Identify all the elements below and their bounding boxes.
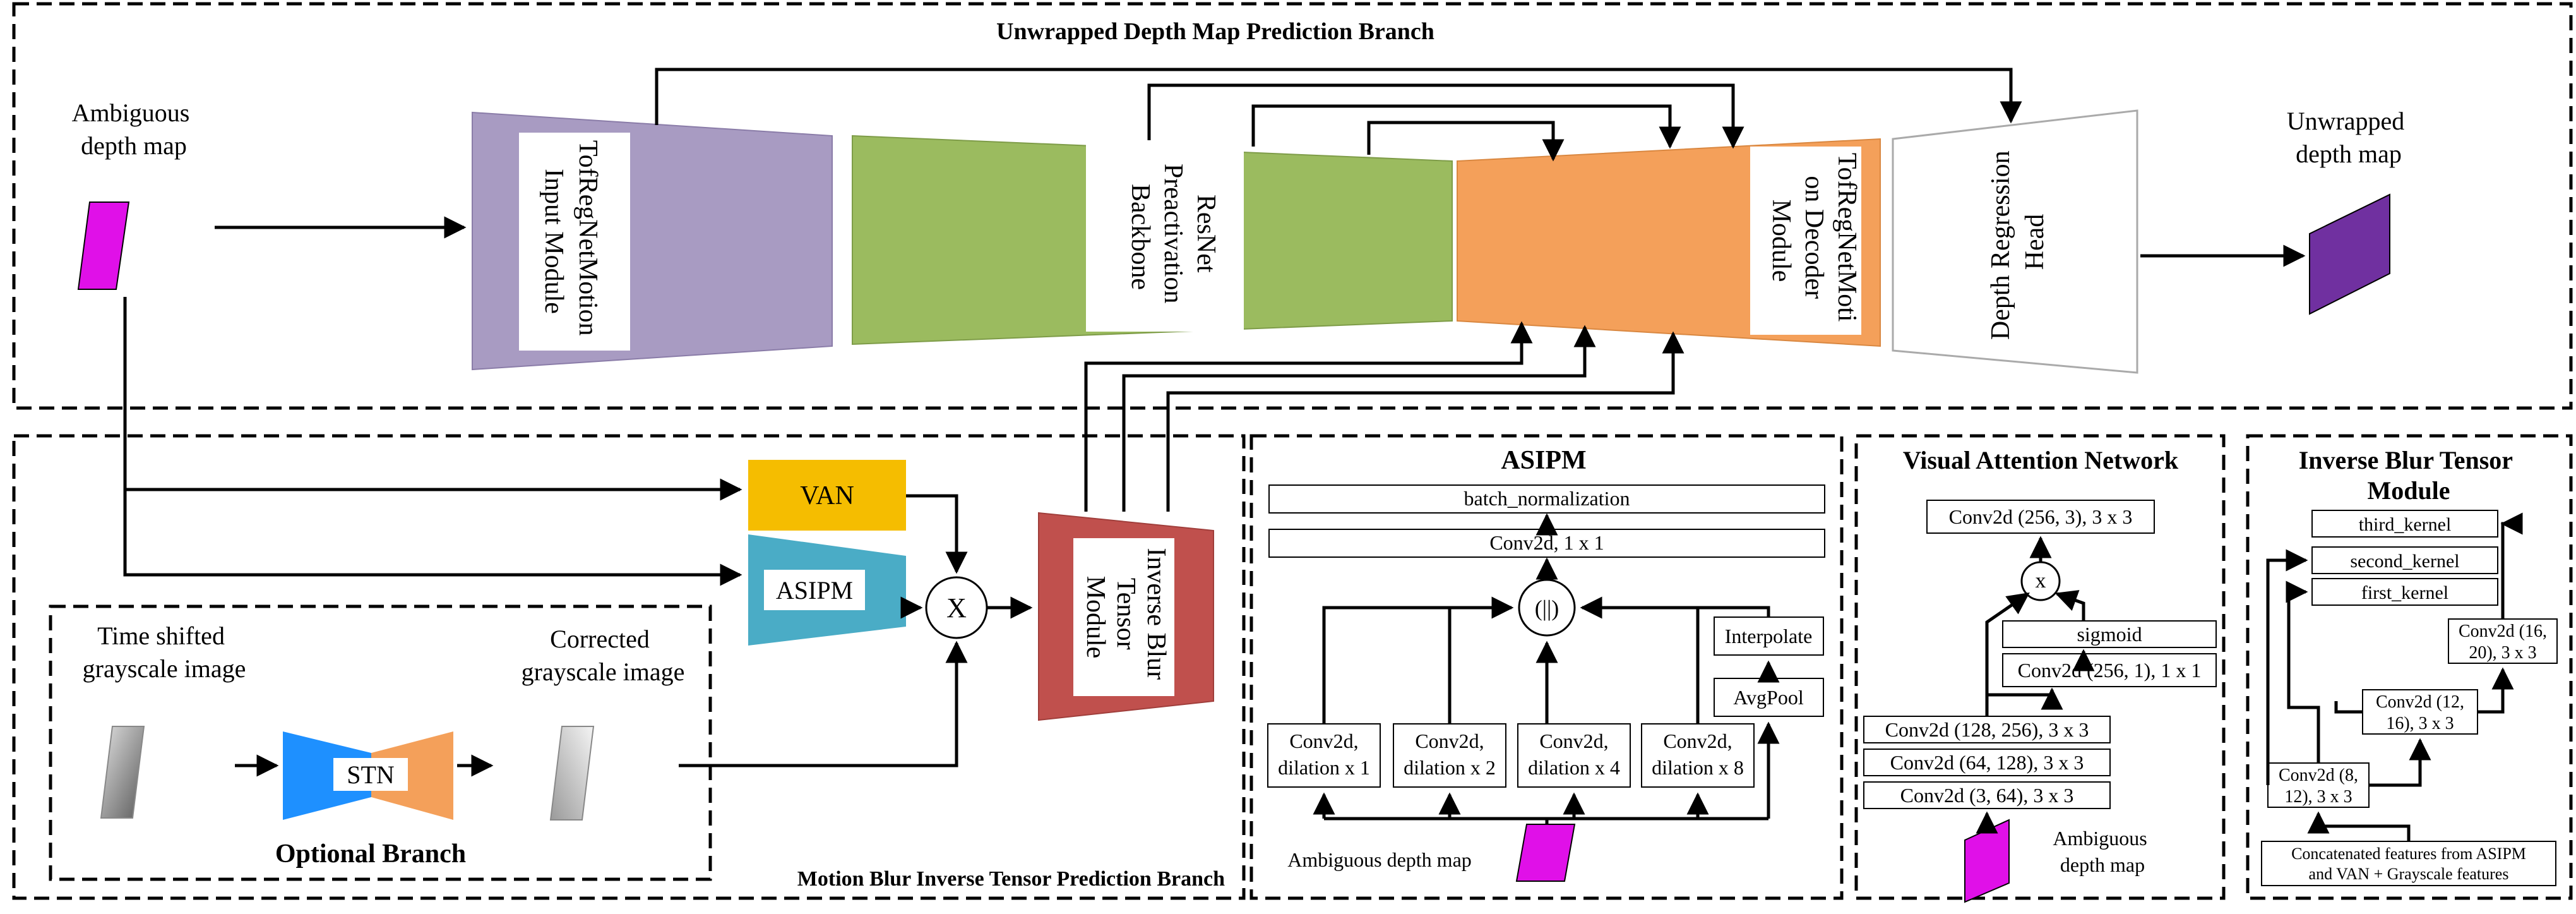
ibt-panel-frame [2246, 434, 2573, 900]
ibt-input-box [2261, 841, 2556, 886]
van-arrows [1976, 536, 2095, 834]
avgpool-label: AvgPool [1733, 686, 1804, 709]
conv-16-20-label: Conv2d (16,20), 3 x 3 [2459, 622, 2547, 663]
asipm-label: ASIPM [776, 576, 853, 604]
third-kernel-label: third_kernel [2359, 514, 2452, 535]
van-conv-3-64-label: Conv2d (3, 64), 3 x 3 [1900, 784, 2074, 807]
decoder-label-box [1750, 147, 1861, 335]
multiply-symbol: X [946, 592, 967, 623]
asipm-conv-blocks: Conv2d,dilation x 1 Conv2d,dilation x 2 … [1267, 723, 1755, 788]
conv-12-16-label: Conv2d (12,16), 3 x 3 [2376, 692, 2464, 733]
optional-output-label: Corrected grayscale image [522, 625, 685, 686]
ambiguous-depth-map-image [77, 201, 130, 290]
van-panel-frame [1854, 434, 2226, 900]
asipm-panel-title: ASIPM [1501, 446, 1586, 475]
van-block [748, 460, 906, 531]
conv-1x1-label: Conv2d, 1 x 1 [1489, 531, 1604, 554]
van-conv-128-256-box [1863, 716, 2111, 743]
van-conv-64-128-box [1863, 749, 2111, 776]
ibt-arrows [2266, 512, 2523, 841]
stn-encoder-shape [283, 731, 371, 820]
van-panel-title: Visual Attention Network [1903, 446, 2179, 474]
first-kernel-box [2311, 578, 2498, 606]
asipm-arrows [1313, 513, 1780, 824]
stn-decoder-shape [371, 731, 453, 820]
second-kernel-label: second_kernel [2350, 551, 2459, 572]
stn-label-box [333, 758, 408, 791]
van-top-conv-label: Conv2d (256, 3), 3 x 3 [1949, 505, 2133, 528]
first-kernel-label: first_kernel [2361, 582, 2448, 603]
top-branch-frame [12, 2, 2573, 410]
van-input-label: Ambiguous depth map [2053, 827, 2152, 876]
concat-symbol: (||) [1535, 596, 1559, 621]
asipm-conv-d1-box [1267, 723, 1381, 788]
motion-branch-frame [12, 434, 1246, 900]
ibt-panel-title: Inverse Blur Tensor Module [2299, 446, 2519, 505]
batch-norm-label: batch_normalization [1464, 487, 1630, 510]
motion-branch-arrows [123, 297, 1033, 767]
optional-branch-title: Optional Branch [275, 839, 466, 869]
unwrapped-depth-map-image [2309, 193, 2390, 315]
van-input-image [1964, 819, 2010, 903]
sigmoid-label: sigmoid [2077, 623, 2142, 646]
depth-regression-head-label: Depth Regression Head [1986, 144, 2049, 340]
asipm-conv-d8-box [1641, 723, 1755, 788]
asipm-conv-d4-box [1517, 723, 1631, 788]
ibt-module-label-box [1073, 538, 1174, 696]
van-top-conv-box [1926, 500, 2155, 534]
batch-norm-box [1268, 484, 1825, 514]
time-shifted-image [100, 726, 145, 819]
decoder-label: TofRegNetMoti on Decoder Module [1767, 153, 1861, 328]
asipm-input-image [1515, 824, 1576, 882]
ambiguous-input-label: Ambiguous depth map [72, 99, 196, 160]
conv-8-12-label: Conv2d (8,12), 3 x 3 [2279, 766, 2358, 807]
avgpool-box [1714, 678, 1824, 717]
asipm-label-box [764, 570, 865, 610]
input-module-label: TofRegNetMotion Input Module [539, 140, 602, 342]
input-module-label-box [519, 133, 630, 351]
top-branch-title: Unwrapped Depth Map Prediction Branch [996, 18, 1434, 45]
asipm-conv-d2-box [1393, 723, 1506, 788]
motion-branch-title: Motion Blur Inverse Tensor Prediction Br… [797, 867, 1225, 891]
depth-regression-head-block [1892, 109, 2138, 374]
backbone-label: ResNet Preactivation Backbone [1126, 164, 1220, 310]
sigmoid-box [2002, 620, 2217, 648]
asipm-panel-frame [1249, 434, 1844, 900]
interpolate-box [1714, 616, 1824, 656]
van-conv-64-128-label: Conv2d (64, 128), 3 x 3 [1890, 751, 2084, 774]
backbone-label-box [1086, 142, 1244, 332]
optional-input-label: Time shifted grayscale image [83, 622, 246, 683]
van-label: VAN [800, 481, 854, 510]
optional-branch-frame [49, 604, 712, 881]
asipm-conv-d1-label: Conv2d,dilation x 1 [1278, 730, 1370, 779]
stn-label: STN [347, 761, 395, 789]
ibt-module-label: Inverse Blur Tensor Module [1081, 548, 1171, 686]
top-branch-arrows [215, 68, 2306, 512]
asipm-conv-d8-label: Conv2d,dilation x 8 [1652, 730, 1744, 779]
van-conv-3-64-box [1863, 781, 2111, 809]
conv-256-1-box [2002, 653, 2217, 687]
asipm-conv-d4-label: Conv2d,dilation x 4 [1528, 730, 1620, 779]
second-kernel-box [2311, 546, 2498, 574]
asipm-input-label: Ambiguous depth map [1287, 848, 1472, 871]
unwrapped-output-label: Unwrapped depth map [2287, 107, 2411, 168]
corrected-image [549, 726, 595, 821]
van-multiply-symbol: x [2036, 569, 2046, 592]
conv-256-1-label: Conv2d (256, 1), 1 x 1 [2018, 659, 2202, 682]
interpolate-label: Interpolate [1725, 625, 1813, 647]
third-kernel-box [2311, 510, 2498, 538]
van-conv-128-256-label: Conv2d (128, 256), 3 x 3 [1885, 718, 2089, 741]
asipm-conv-d2-label: Conv2d,dilation x 2 [1404, 730, 1496, 779]
